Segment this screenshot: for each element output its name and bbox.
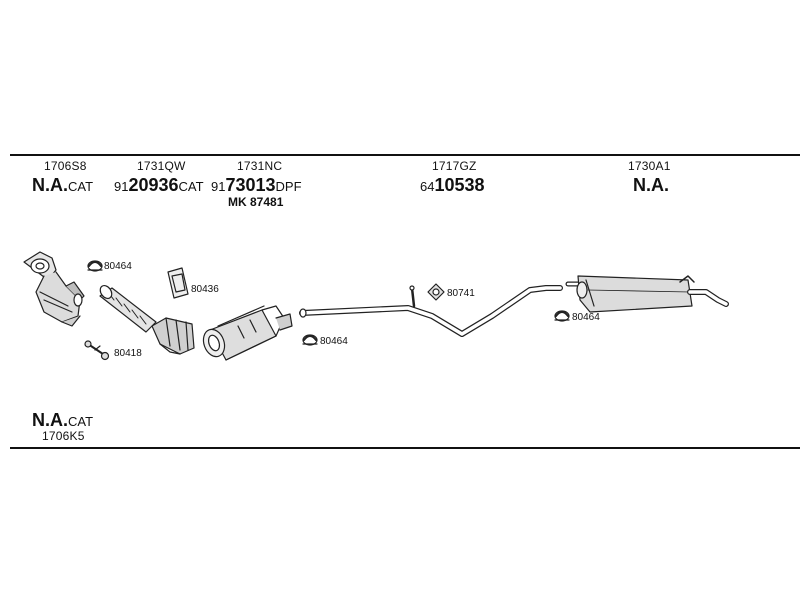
callout-80464-a: 80464: [104, 261, 132, 272]
part-price-1706S8: N.A.CAT: [32, 175, 94, 195]
clamp-icon-c: [554, 310, 570, 322]
callout-80436: 80436: [191, 284, 219, 295]
rubber-hanger-icon: [427, 283, 445, 301]
part-code-1706S8: 1706S8: [44, 159, 87, 173]
part-code-1731NC: 1731NC: [237, 159, 283, 173]
flex-pipe: [99, 284, 195, 355]
part-price-1730A1: N.A.: [633, 175, 669, 195]
gasket-icon: [167, 267, 189, 299]
part-code-1730A1: 1730A1: [628, 159, 671, 173]
part-price-1717GZ: 6410538: [420, 175, 485, 195]
part-price-1731QW: 9120936CAT: [114, 175, 204, 195]
intermediate-pipe: [299, 285, 563, 337]
part-code-1706K5: 1706K5: [42, 429, 85, 443]
part-code-1731QW: 1731QW: [137, 159, 186, 173]
part-code-1717GZ: 1717GZ: [432, 159, 477, 173]
bottom-divider: [10, 447, 800, 449]
part-kit-1731NC: MK 87481: [228, 195, 284, 209]
manifold-catalyst: [23, 251, 85, 327]
callout-80418: 80418: [114, 348, 142, 359]
particulate-filter: [202, 305, 293, 361]
callout-80464-c: 80464: [572, 312, 600, 323]
clamp-icon-b: [302, 334, 318, 346]
clamp-icon-a: [87, 260, 103, 272]
part-price-1731NC: 9173013DPF: [211, 175, 302, 195]
callout-80741: 80741: [447, 288, 475, 299]
part-price-1706K5: N.A.CAT: [32, 410, 94, 430]
bolt-set-icon: [84, 340, 110, 361]
callout-80464-b: 80464: [320, 336, 348, 347]
top-divider: [10, 154, 800, 156]
rear-silencer: [565, 275, 729, 313]
